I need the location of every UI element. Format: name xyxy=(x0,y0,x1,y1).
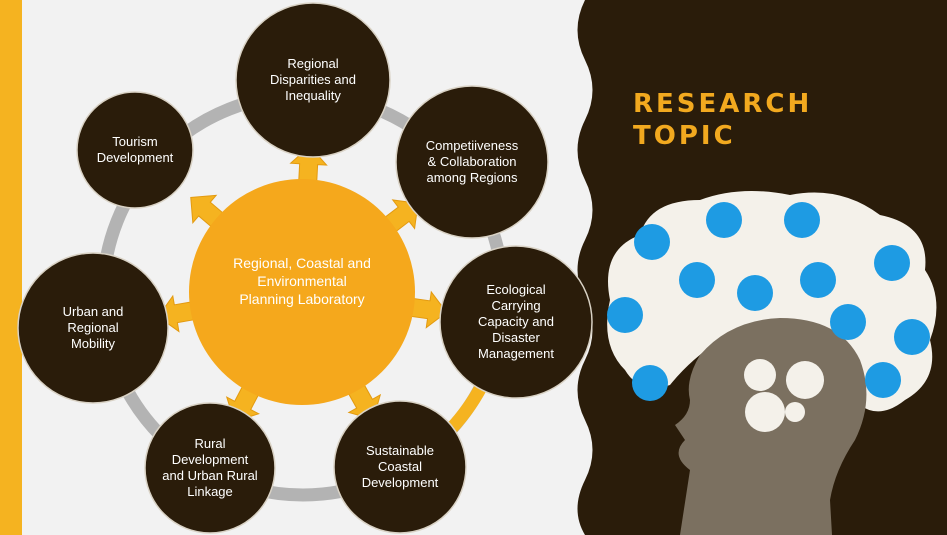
label-line: & Collaboration xyxy=(428,154,517,169)
label-line: among Regions xyxy=(426,170,518,185)
title-line-1: RESEARCH xyxy=(633,89,813,119)
label-line: Competiiveness xyxy=(426,138,519,153)
left-accent-bar xyxy=(0,0,22,535)
label-line: Carrying xyxy=(491,298,540,313)
label-line: Ecological xyxy=(486,282,545,297)
science-icons xyxy=(607,202,930,401)
label-line: Coastal xyxy=(378,459,422,474)
topic-circle xyxy=(144,402,276,534)
topic-circle xyxy=(395,85,549,239)
head-illustration xyxy=(607,191,937,535)
topic-circle xyxy=(76,91,194,209)
label-line: Disparities and xyxy=(270,72,356,87)
label-line: Rural xyxy=(194,436,225,451)
label-line: Development xyxy=(97,150,174,165)
research-topic-title: RESEARCH TOPIC xyxy=(633,88,812,152)
topic-circle xyxy=(17,252,169,404)
gears-icon xyxy=(744,359,824,432)
label-line: Disaster xyxy=(492,330,540,345)
topic-circle xyxy=(235,2,391,158)
label-line: Sustainable xyxy=(366,443,434,458)
label-line: Planning Laboratory xyxy=(239,291,364,307)
label-line: Regional, Coastal and xyxy=(233,255,371,271)
label-line: Development xyxy=(362,475,439,490)
center-circle xyxy=(189,179,415,405)
label-line: Environmental xyxy=(257,273,347,289)
label-line: Management xyxy=(478,346,554,361)
label-line: Regional xyxy=(67,320,118,335)
topic-circle xyxy=(333,400,467,534)
label-line: Tourism xyxy=(112,134,158,149)
label-line: and Urban Rural xyxy=(162,468,257,483)
topic-circle xyxy=(439,245,593,399)
title-line-2: TOPIC xyxy=(633,121,736,151)
label-line: Urban and xyxy=(63,304,124,319)
label-line: Linkage xyxy=(187,484,233,499)
label-line: Regional xyxy=(287,56,338,71)
label-line: Mobility xyxy=(71,336,116,351)
label-line: Inequality xyxy=(285,88,341,103)
label-line: Capacity and xyxy=(478,314,554,329)
label-line: Development xyxy=(172,452,249,467)
